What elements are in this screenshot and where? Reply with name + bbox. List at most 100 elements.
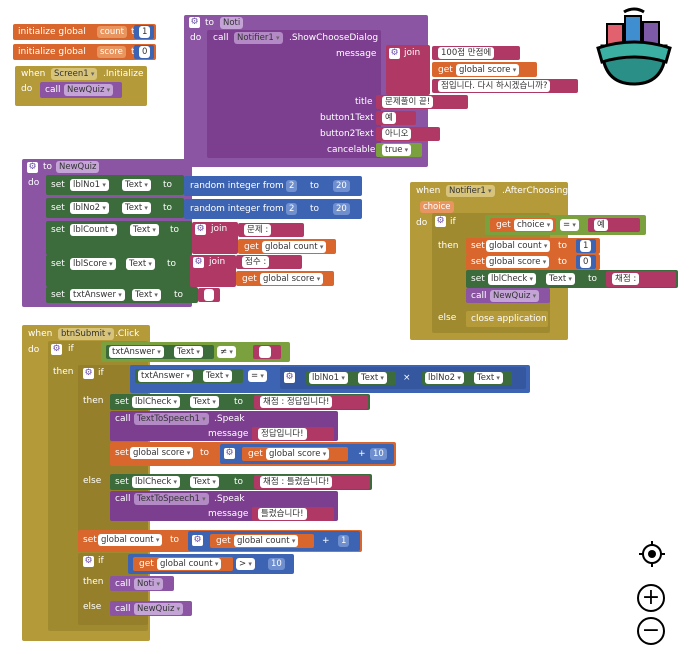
gear-icon[interactable]: ⚙ [389,48,400,59]
set-global-count-block[interactable]: set global count to 1 [466,238,600,254]
component-dropdown[interactable]: txtAnswer [138,370,193,382]
set-lblno1-text-block[interactable]: set lblNo1 Text to [46,175,184,195]
component-dropdown[interactable]: TextToSpeech1 [134,493,209,505]
component-dropdown[interactable]: TextToSpeech1 [134,413,209,425]
text-field[interactable]: 정답입니다! [258,428,307,440]
get-global-count-block[interactable]: get global count [210,534,314,548]
text-field[interactable]: 채점 : [612,273,640,285]
get-choice-block[interactable]: get choice [490,218,556,232]
compare-eq-block[interactable]: txtAnswer Text = ⚙ lblNo1 Text × lblNo2 … [130,365,530,393]
proc-dropdown[interactable]: NewQuiz [490,290,540,302]
component-dropdown[interactable]: txtAnswer [109,346,164,358]
property-dropdown[interactable]: Text [546,273,575,285]
property-dropdown[interactable]: Text [122,179,151,191]
text-field[interactable]: 점입니다. 다시 하시겠습니까? [438,80,551,92]
set-global-score-block[interactable]: set global score to ⚙ get global score +… [110,442,396,466]
random-integer-block[interactable]: random integer from 2 to 20 [184,176,362,196]
set-lblcheck-correct-block[interactable]: set lblCheck Text to 채점 : 정답입니다! [110,394,370,410]
gear-icon[interactable]: ⚙ [435,216,446,227]
text-field[interactable]: 문제 : [244,224,272,236]
component-dropdown[interactable]: lblNo2 [70,202,109,214]
gear-icon[interactable]: ⚙ [195,224,206,235]
text-block[interactable]: 채점 : [606,271,676,287]
get-global-score-block[interactable]: get global score [432,62,537,77]
number-field[interactable]: 10 [268,558,285,570]
number-field[interactable]: 1 [580,240,592,252]
proc-dropdown[interactable]: Noti [134,578,164,590]
property-dropdown[interactable]: Text [474,372,503,384]
component-dropdown[interactable]: Notifier1 [234,32,283,44]
number-block[interactable]: 0 [576,255,596,269]
number-block[interactable]: 1 [576,239,596,253]
var-dropdown[interactable]: global score [456,64,520,76]
gear-icon[interactable]: ⚙ [192,535,203,546]
empty-text-block[interactable] [198,288,220,302]
component-dropdown[interactable]: Notifier1 [446,185,495,197]
speak-correct-block[interactable]: call TextToSpeech1 .Speak message 정답입니다! [110,411,338,441]
var-dropdown[interactable]: global score [130,447,194,459]
number-field[interactable]: 0 [580,256,592,268]
component-dropdown[interactable]: Screen1 [51,68,98,80]
text-block[interactable]: 틀렸습니다! [252,507,334,521]
set-lblscore-text-block[interactable]: set lblScore Text to [46,255,192,287]
gear-icon[interactable]: ⚙ [193,257,204,268]
text-block[interactable]: 예 [588,218,640,232]
number-field[interactable]: 0 [139,46,151,58]
var-dropdown[interactable]: global count [486,240,551,252]
random-integer-block[interactable]: random integer from 2 to 20 [184,199,362,219]
get-global-score-block[interactable]: get global score [236,271,334,286]
set-lblcheck-wrong-block[interactable]: set lblCheck Text to 채점 : 틀렸습니다! [110,474,372,490]
show-choose-dialog-block[interactable]: call Notifier1 .ShowChooseDialog message… [207,30,381,158]
join-block[interactable]: ⚙ join [190,255,236,287]
gear-icon[interactable]: ⚙ [83,368,94,379]
component-dropdown[interactable]: lblNo1 [309,372,348,384]
text-block[interactable]: 정답입니다! [252,427,334,441]
text-block[interactable]: 점입니다. 다시 하시겠습니까? [432,79,578,93]
component-dropdown[interactable]: lblNo1 [70,179,109,191]
var-dropdown[interactable]: global count [234,535,299,547]
set-lblcheck-text-block[interactable]: set lblCheck Text to 채점 : [466,270,678,288]
text-field[interactable]: 채점 : 틀렸습니다! [260,476,333,488]
call-newquiz-block[interactable]: call NewQuiz [466,288,550,303]
var-dropdown[interactable]: choice [514,219,554,231]
call-noti-block[interactable]: call Noti [110,576,174,591]
from-field[interactable]: 2 [286,203,298,215]
number-block[interactable]: 1 [134,25,154,39]
set-lblcount-text-block[interactable]: set lblCount Text to [46,221,192,255]
text-field[interactable]: 예 [594,219,608,231]
proc-name-field[interactable]: NewQuiz [56,161,100,173]
get-txtanswer-text[interactable]: txtAnswer Text [135,369,243,383]
gear-icon[interactable]: ⚙ [51,344,62,355]
text-field[interactable]: 아니오 [382,128,412,140]
component-dropdown[interactable]: btnSubmit [58,328,115,340]
component-dropdown[interactable]: txtAnswer [70,289,125,301]
target-icon[interactable] [638,540,666,568]
text-block[interactable]: 아니오 [376,127,440,141]
gear-icon[interactable]: ⚙ [83,556,94,567]
var-name-field[interactable]: score [97,46,126,58]
property-dropdown[interactable]: Text [174,346,203,358]
speak-wrong-block[interactable]: call TextToSpeech1 .Speak message 틀렸습니다! [110,491,338,521]
true-block[interactable]: true [376,143,422,157]
property-dropdown[interactable]: Text [203,370,232,382]
text-block[interactable]: 점수 : [236,255,302,269]
compare-block[interactable]: get choice = 예 [485,215,646,235]
from-field[interactable]: 2 [286,180,298,192]
operator-dropdown[interactable]: = [560,219,579,231]
set-lblno2-text-block[interactable]: set lblNo2 Text to [46,198,184,218]
text-field[interactable]: 틀렸습니다! [258,508,307,520]
join-block[interactable]: ⚙ join [386,45,430,95]
text-field[interactable] [259,346,271,358]
set-global-score-block[interactable]: set global score to 0 [466,254,600,270]
proc-dropdown[interactable]: NewQuiz [134,603,184,615]
property-dropdown[interactable]: Text [130,224,159,236]
call-newquiz-block[interactable]: call NewQuiz [110,601,192,616]
param-choice[interactable]: choice [420,201,454,213]
set-txtanswer-text-block[interactable]: set txtAnswer Text to [46,287,198,303]
number-field[interactable]: 10 [370,448,387,460]
component-dropdown[interactable]: lblNo2 [425,372,464,384]
add-block[interactable]: ⚙ get global score + 10 [220,444,394,464]
text-field[interactable]: 점수 : [242,256,270,268]
number-field[interactable]: 1 [338,535,350,547]
to-field[interactable]: 20 [333,203,350,215]
